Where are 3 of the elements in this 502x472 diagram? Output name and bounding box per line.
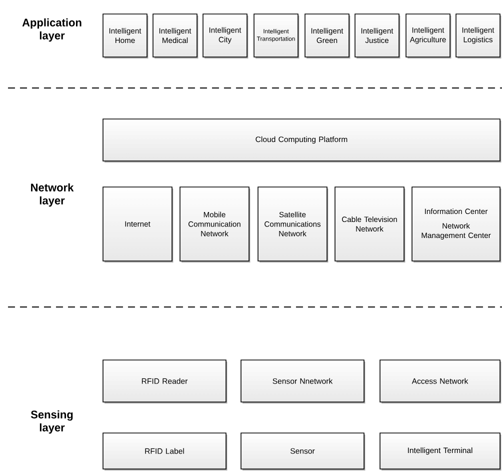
layer-title: Application layer: [22, 18, 82, 42]
layer-title: Sensing layer: [30, 410, 73, 434]
layer-title: Network layer: [31, 183, 74, 207]
